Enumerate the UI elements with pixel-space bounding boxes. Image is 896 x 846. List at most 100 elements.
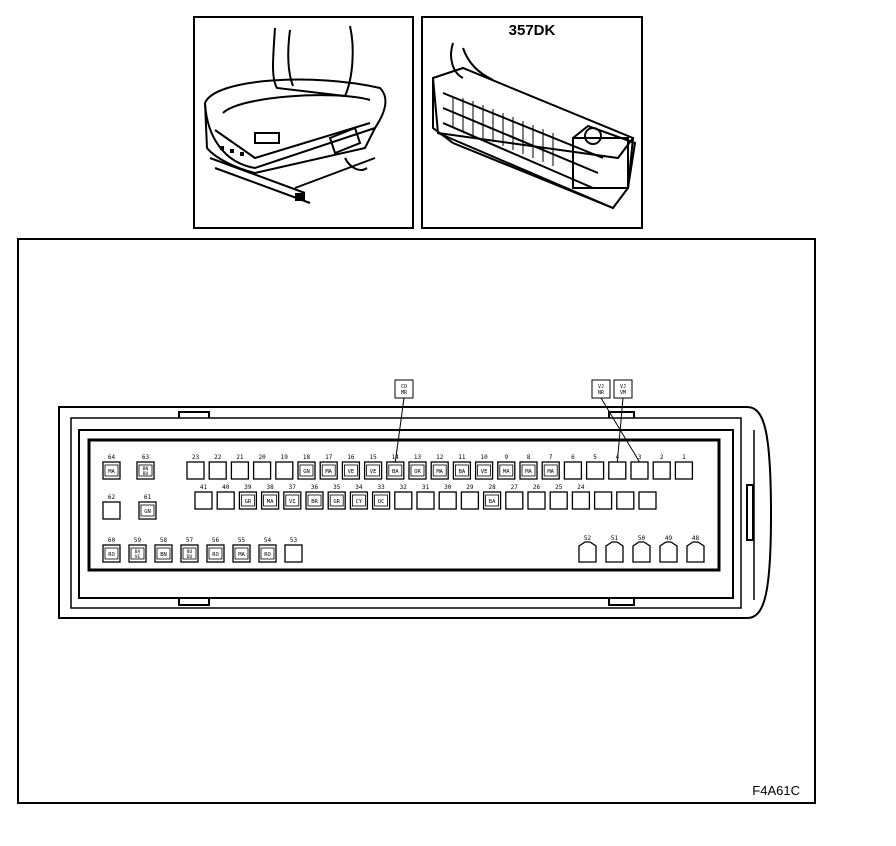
pin-49: 49 xyxy=(659,535,678,563)
pin-wire-color: GN xyxy=(303,469,310,475)
pin-number: 51 xyxy=(611,535,619,542)
pin-number: 8 xyxy=(527,454,531,461)
pin-number: 32 xyxy=(400,484,408,491)
pin-number: 37 xyxy=(289,484,297,491)
pin-29: 29 xyxy=(460,484,480,510)
pin-number: 54 xyxy=(264,537,272,544)
pin-unnumbered xyxy=(638,491,657,510)
pin-wire-color: MA xyxy=(525,469,532,475)
pin-number: 58 xyxy=(160,537,168,544)
pin-number: 17 xyxy=(325,454,333,461)
pin-26: 26 xyxy=(527,484,546,510)
pin-wire-color: GR xyxy=(333,499,340,505)
pin-wire-color: MA xyxy=(108,469,115,475)
pin-number: 19 xyxy=(281,454,289,461)
pin-wire-color: BU xyxy=(143,471,149,477)
pin-number: 12 xyxy=(436,454,444,461)
pin-number: 24 xyxy=(577,484,585,491)
pin-52: 52 xyxy=(578,535,597,563)
pin-number: 38 xyxy=(266,484,274,491)
pin-27: 27 xyxy=(505,484,524,510)
pin-number: 28 xyxy=(488,484,496,491)
pin-number: 61 xyxy=(144,494,152,501)
pin-23: 23 xyxy=(186,454,205,480)
pin-number: 25 xyxy=(555,484,563,491)
pin-number: 31 xyxy=(422,484,430,491)
pin-19: 19 xyxy=(275,454,294,480)
pin-53: 53 xyxy=(284,537,303,563)
pin-number: 41 xyxy=(200,484,208,491)
callout-text: VM xyxy=(620,390,626,396)
pin-number: 3 xyxy=(638,454,642,461)
pin-number: 16 xyxy=(347,454,355,461)
pin-8: 8MA xyxy=(519,454,538,480)
pin-number: 10 xyxy=(480,454,488,461)
pin-number: 20 xyxy=(258,454,266,461)
pin-wire-color: OC xyxy=(378,499,385,505)
pin-number: 62 xyxy=(108,494,116,501)
pin-number: 15 xyxy=(369,454,377,461)
pin-number: 11 xyxy=(458,454,466,461)
pin-48: 48 xyxy=(686,535,705,563)
pin-wire-color: BU xyxy=(187,549,193,555)
pin-wire-color: GN xyxy=(144,509,151,515)
pin-number: 33 xyxy=(377,484,385,491)
pin-wire-color: MA xyxy=(436,469,443,475)
pin-number: 2 xyxy=(660,454,664,461)
pin-number: 9 xyxy=(504,454,508,461)
pin-7: 7MA xyxy=(541,454,560,480)
pin-wire-color: BA xyxy=(489,499,496,505)
pin-number: 6 xyxy=(571,454,575,461)
pin-wire-color: MA xyxy=(267,499,274,505)
pin-51: 51 xyxy=(605,535,624,563)
pin-9: 9MA xyxy=(497,454,516,480)
ecu-drawing xyxy=(431,42,637,210)
pin-wire-color: RO xyxy=(108,552,115,558)
callout-text: VJ xyxy=(598,384,604,390)
pin-unnumbered xyxy=(593,491,613,510)
pin-number: 60 xyxy=(108,537,116,544)
pin-5: 5 xyxy=(585,454,605,480)
pin-number: 23 xyxy=(192,454,200,461)
pin-wire-color: VE xyxy=(481,469,488,475)
pin-number: 34 xyxy=(355,484,363,491)
pin-wire-color: RO xyxy=(212,552,219,558)
pin-wire-color: BU xyxy=(187,554,193,560)
pin-number: 40 xyxy=(222,484,230,491)
callout-text: CO xyxy=(401,384,407,390)
pin-41: 41 xyxy=(194,484,213,510)
pin-number: 48 xyxy=(692,535,700,542)
pin-number: 39 xyxy=(244,484,252,491)
pin-wire-color: BA xyxy=(135,549,141,555)
pin-31: 31 xyxy=(416,484,435,510)
pin-wire-color: GR xyxy=(245,499,252,505)
ecu-illustration-panel: 357DK xyxy=(421,16,643,229)
callout-text: MR xyxy=(401,390,408,396)
pin-number: 27 xyxy=(511,484,519,491)
